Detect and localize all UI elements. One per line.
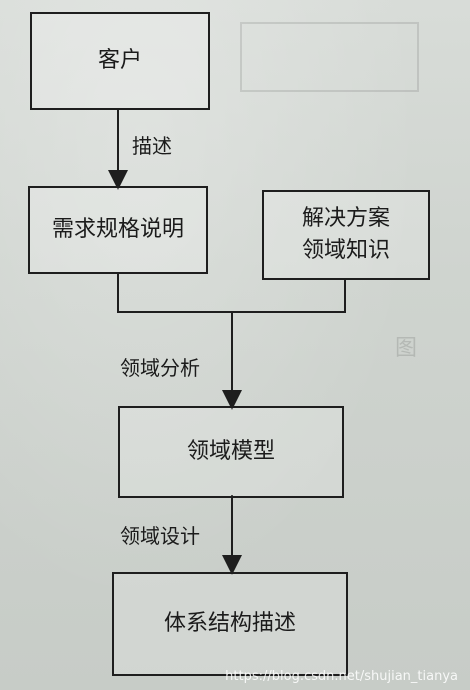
edge-label-domain-design: 领域设计 xyxy=(120,524,200,548)
domain-model-label: 领域模型 xyxy=(186,439,275,464)
solution-knowledge-line2: 领域知识 xyxy=(301,238,390,263)
solution-knowledge-line1: 解决方案 xyxy=(301,206,390,231)
architecture-description-label: 体系结构描述 xyxy=(163,611,296,636)
customer-label: 客户 xyxy=(97,48,142,73)
solution-knowledge-text: 解决方案 领域知识 xyxy=(302,203,390,267)
edge-label-describe: 描述 xyxy=(132,134,172,158)
requirements-spec-label: 需求规格说明 xyxy=(51,217,184,242)
edge-label-domain-analysis: 领域分析 xyxy=(120,356,200,380)
requirements-spec-box: 需求规格说明 xyxy=(28,186,208,274)
watermark: https://blog.csdn.net/shujian_tianya xyxy=(225,669,458,684)
architecture-description-box: 体系结构描述 xyxy=(112,572,348,676)
domain-model-box: 领域模型 xyxy=(118,406,344,498)
customer-box: 客户 xyxy=(30,12,210,110)
connector-requirements-merge xyxy=(117,272,232,313)
solution-knowledge-box: 解决方案 领域知识 xyxy=(262,190,430,280)
connector-solution-merge xyxy=(232,280,346,313)
